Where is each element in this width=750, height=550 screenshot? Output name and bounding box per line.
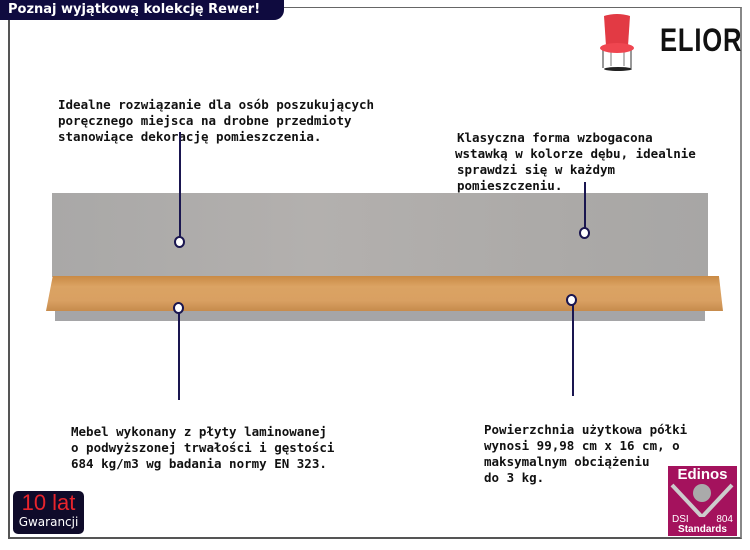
frame [8, 7, 742, 539]
brand-logo: ELIOR [660, 22, 743, 58]
pointer-line [572, 300, 574, 396]
shelf-underside [55, 311, 705, 321]
pointer-line [178, 308, 180, 400]
pointer-dot [579, 227, 590, 239]
shelf-back-panel [52, 193, 708, 277]
pointer-line [584, 182, 586, 228]
note-top-left: Idealne rozwiązanie dla osób poszukujący… [58, 97, 375, 144]
chair-icon [600, 14, 634, 71]
pointer-line [179, 132, 181, 238]
edinos-badge: Edinos DSI 804 Standards [668, 466, 737, 536]
page-title: Poznaj wyjątkową kolekcję Rewer! [0, 0, 284, 20]
pointer-dot [174, 236, 185, 248]
edinos-check-icon [670, 483, 734, 517]
pointer-dot [566, 294, 577, 306]
shelf-oak-plank [46, 276, 723, 311]
pointer-dot [173, 302, 184, 314]
